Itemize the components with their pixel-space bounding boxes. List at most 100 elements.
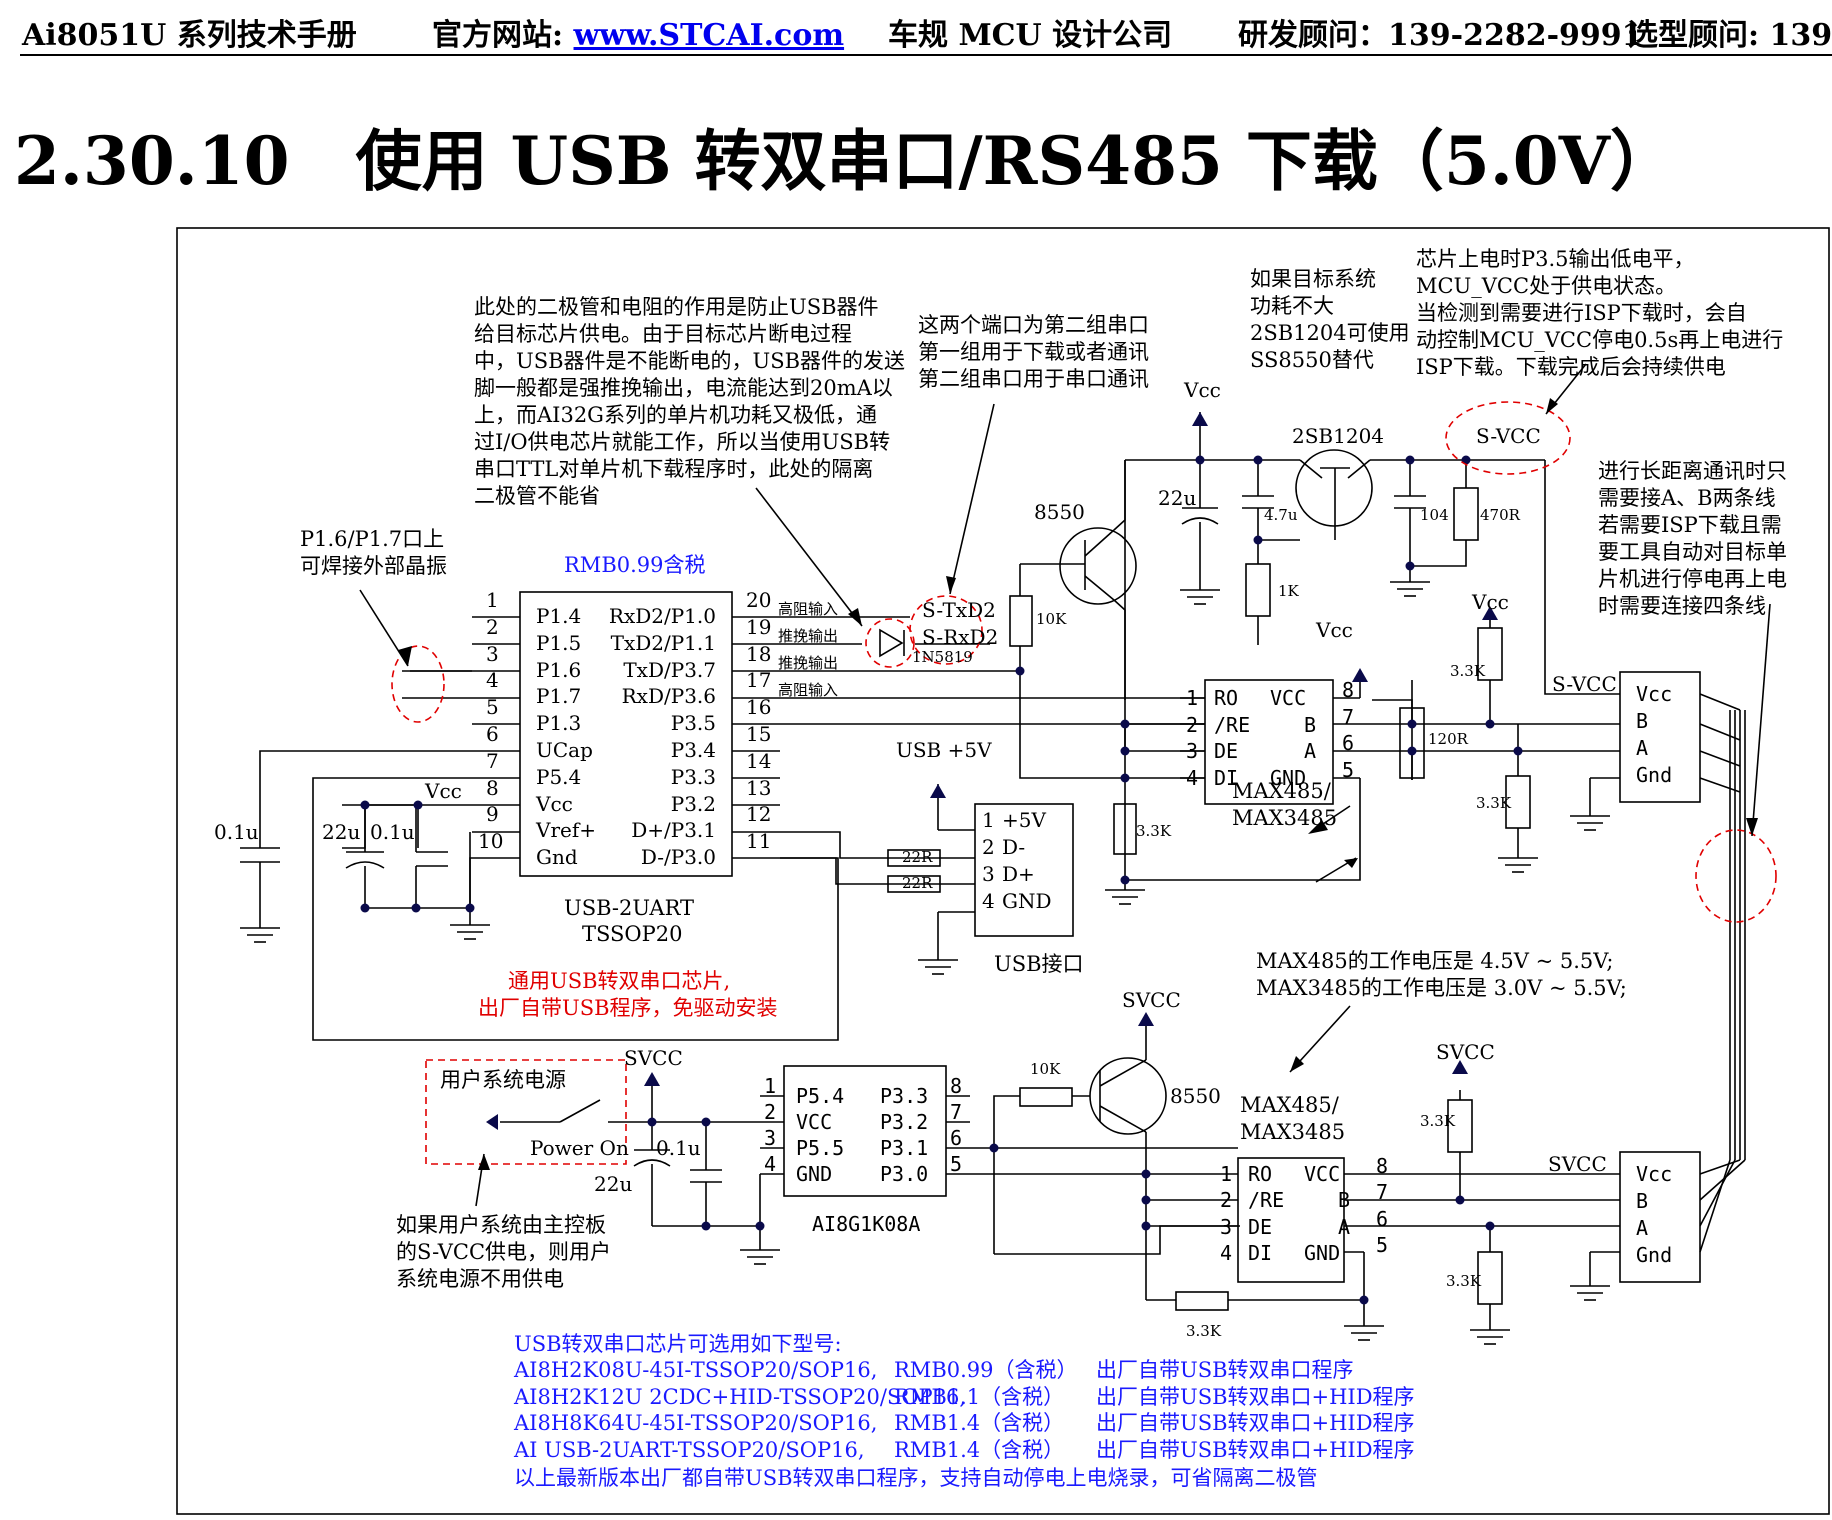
pin-number: 1: [486, 588, 499, 612]
sales-consultant: 选型顾问: 139-: [1628, 18, 1832, 53]
ai8g-name: AI8G1K08A: [812, 1212, 921, 1236]
model-feature: 出厂自带USB转双串口+HID程序: [1096, 1411, 1415, 1436]
pin-number: 3: [1220, 1214, 1233, 1239]
pin-number: 2: [486, 614, 499, 639]
pin-number: 5: [1376, 1232, 1389, 1257]
pin-number: 3: [764, 1126, 777, 1150]
user-power-label: 用户系统电源: [440, 1068, 566, 1092]
pin-label: +5V: [1002, 808, 1046, 832]
power-on-label[interactable]: Power On: [530, 1136, 629, 1160]
model-feature: 出厂自带USB转双串口程序: [1096, 1358, 1354, 1382]
pin-number: 6: [1376, 1206, 1389, 1231]
vcc-label: Vcc: [425, 779, 462, 803]
pin-number: 19: [746, 614, 772, 639]
vcc-arrow-icon: [930, 784, 946, 798]
pin-label: P5.4: [796, 1084, 845, 1108]
pin-label: RO: [1248, 1162, 1273, 1186]
pin-number: 3: [486, 641, 499, 666]
pin-number: 8: [1376, 1154, 1389, 1178]
pin-label: B: [1338, 1188, 1351, 1213]
vcc-arrow-icon: [1192, 412, 1208, 426]
capacitor-value: 0.1u: [656, 1136, 701, 1160]
resistor-value: 120R: [1428, 730, 1468, 748]
max485-bottom-name: MAX485/MAX3485: [1240, 1093, 1346, 1144]
pin-label: A: [1338, 1214, 1351, 1239]
pin-label: B: [1304, 712, 1317, 737]
pin-label: DI: [1248, 1240, 1273, 1265]
rd-consultant: 研发顾问：139-2282-9991: [1238, 18, 1643, 53]
pin-label: P3.3: [670, 764, 716, 789]
model-name: AI8H2K12U 2CDC+HID-TSSOP20/SOP16,: [514, 1384, 967, 1409]
connector-pin-label: Gnd: [1636, 1243, 1673, 1267]
pin-number: 4: [1220, 1240, 1233, 1265]
pin-number: 6: [950, 1126, 963, 1150]
model-price: RMB0.99（含税）: [894, 1358, 1078, 1382]
section-title: 2.30.10 使用 USB 转双串口/RS485 下载（5.0V）: [14, 122, 1676, 200]
pin-label: P5.5: [796, 1136, 845, 1160]
pin-number: 8: [1342, 678, 1355, 702]
pin-number: 2: [1186, 712, 1199, 737]
model-name: AI8H8K64U-45I-TSSOP20/SOP16,: [514, 1411, 878, 1436]
max485-top-name: MAX485/MAX3485: [1232, 779, 1338, 830]
model-price: RMB1.4（含税）: [894, 1411, 1065, 1436]
pin-label: GND: [1304, 1240, 1341, 1265]
capacitor-value: 22u: [322, 820, 361, 844]
resistor-value: 470R: [1480, 506, 1520, 524]
resistor-value: 3.3K: [1450, 662, 1486, 680]
vcc-arrow-icon: [1482, 606, 1498, 620]
model-feature: 出厂自带USB转双串口+HID程序: [1096, 1384, 1415, 1409]
usb-chip-package: TSSOP20: [582, 922, 683, 946]
connector-pin-label: B: [1636, 1189, 1649, 1213]
pin-label: GND: [1270, 766, 1307, 791]
pin-number: 5: [1342, 758, 1355, 783]
resistor-value: 3.3K: [1420, 1112, 1456, 1130]
pin-label: RxD/P3.6: [621, 684, 716, 709]
max485-bottom: [1237, 1157, 1345, 1283]
pin-label: D+/P3.1: [631, 818, 716, 843]
pin-number: 1: [1220, 1162, 1233, 1186]
vcc-label: Vcc: [1472, 590, 1509, 614]
model-feature: 出厂自带USB转双串口+HID程序: [1096, 1437, 1415, 1462]
pin-label: VCC: [796, 1110, 833, 1134]
svcc-arrow-icon: [1138, 1012, 1154, 1026]
resistor-value: 3.3K: [1186, 1322, 1222, 1340]
pin-number: 14: [746, 748, 772, 773]
pin-mode-label: 推挽输出: [778, 654, 839, 672]
power-arrow-icon: [486, 1114, 498, 1130]
pin-number: 3: [1186, 739, 1199, 764]
pin-label: P3.4: [670, 738, 716, 762]
usb-chip-price: RMB0.99含税: [564, 553, 706, 577]
connector-pin-label: Gnd: [1636, 763, 1673, 787]
s-txd2-label: S-TxD2: [922, 598, 996, 622]
site-link[interactable]: www.STCAI.com: [573, 18, 845, 53]
pin-number: 3: [982, 862, 995, 886]
pin-number: 8: [486, 775, 499, 800]
pin-label: D-: [1002, 835, 1026, 859]
resistor-value: 10K: [1036, 610, 1067, 628]
svcc-arrow-icon: [644, 1072, 660, 1086]
crystal-note: P1.6/P1.7口上可焊接外部晶振: [300, 527, 447, 578]
header-divider: [20, 54, 1832, 56]
long-distance-note: 进行长距离通讯时只需要接A、B两条线若需要ISP下载且需要工具自动对目标单片机进…: [1598, 459, 1787, 618]
rs485-connector-bottom: [1619, 1151, 1701, 1283]
pin-mode-label: 推挽输出: [778, 627, 839, 645]
pin-number: 5: [486, 695, 499, 720]
pin-label: VCC: [1270, 686, 1307, 710]
pin-label: Gnd: [536, 845, 578, 870]
resistor-value: 10K: [1030, 1060, 1061, 1078]
pin-number: 1: [1186, 686, 1199, 710]
svcc-label: SVCC: [1122, 988, 1181, 1012]
site-label: 官方网站: www.STCAI.com: [432, 18, 845, 53]
models-footer: 以上最新版本出厂都自带USB转双串口程序，支持自动停电上电烧录，可省隔离二极管: [514, 1466, 1318, 1490]
pin-label: D+: [1002, 862, 1035, 886]
pin-number: 12: [746, 802, 772, 827]
pin-number: 7: [486, 748, 499, 773]
pin-number: 2: [764, 1100, 777, 1124]
pin-number: 18: [746, 641, 772, 666]
usb-chip-name: USB-2UART: [564, 896, 695, 920]
s-vcc-label: S-VCC: [1476, 424, 1541, 448]
pin-label: DE: [1214, 739, 1239, 764]
q-2sb1204-label: 2SB1204: [1292, 424, 1385, 448]
pin-mode-label: 高阻输入: [778, 600, 839, 618]
